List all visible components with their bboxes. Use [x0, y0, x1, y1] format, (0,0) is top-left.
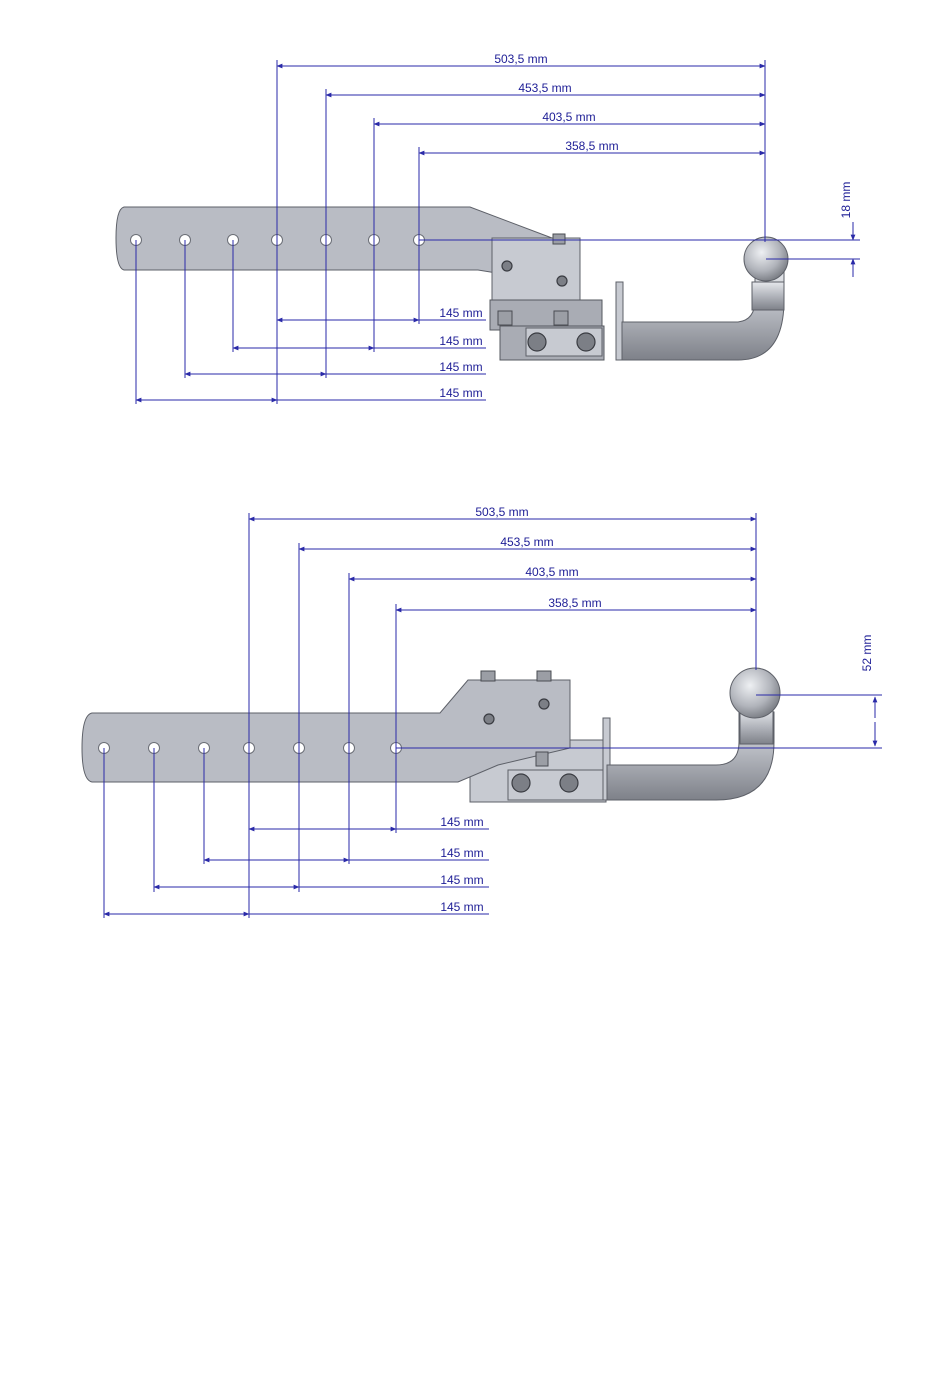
dimension-label: 145 mm [440, 900, 483, 914]
dimension-label: 358,5 mm [565, 139, 618, 153]
dimension-label: 453,5 mm [518, 81, 571, 95]
overall-dimensions-top: 503,5 mm 453,5 mm 403,5 mm 358,5 mm [277, 52, 765, 153]
dimension-label: 145 mm [439, 306, 482, 320]
drawing-top: 503,5 mm 453,5 mm 403,5 mm 358,5 mm 145 … [116, 52, 860, 404]
dimension-label: 145 mm [440, 846, 483, 860]
dimension-label: 403,5 mm [542, 110, 595, 124]
drawing-bottom: 503,5 mm 453,5 mm 403,5 mm 358,5 mm 145 … [82, 505, 882, 918]
dimension-label: 453,5 mm [500, 535, 553, 549]
dimension-label: 358,5 mm [548, 596, 601, 610]
dimension-label: 145 mm [439, 334, 482, 348]
dimension-label: 18 mm [839, 182, 853, 219]
overall-dimensions-bottom: 503,5 mm 453,5 mm 403,5 mm 358,5 mm [249, 505, 756, 610]
dimension-label: 52 mm [860, 635, 874, 672]
hole-spacing-dimensions-top: 145 mm 145 mm 145 mm 145 mm [136, 306, 486, 400]
hole-spacing-dimensions-bottom: 145 mm 145 mm 145 mm 145 mm [104, 815, 489, 914]
vertical-offset-dimension-bottom: 52 mm [860, 635, 875, 746]
dimension-label: 145 mm [439, 360, 482, 374]
tow-hitch-body-bottom [82, 668, 780, 802]
dimension-label: 145 mm [440, 873, 483, 887]
dimension-label: 503,5 mm [494, 52, 547, 66]
dimension-label: 145 mm [440, 815, 483, 829]
dimension-label: 145 mm [439, 386, 482, 400]
dimension-label: 403,5 mm [525, 565, 578, 579]
dimension-label: 503,5 mm [475, 505, 528, 519]
vertical-offset-dimension-top: 18 mm [839, 182, 853, 277]
